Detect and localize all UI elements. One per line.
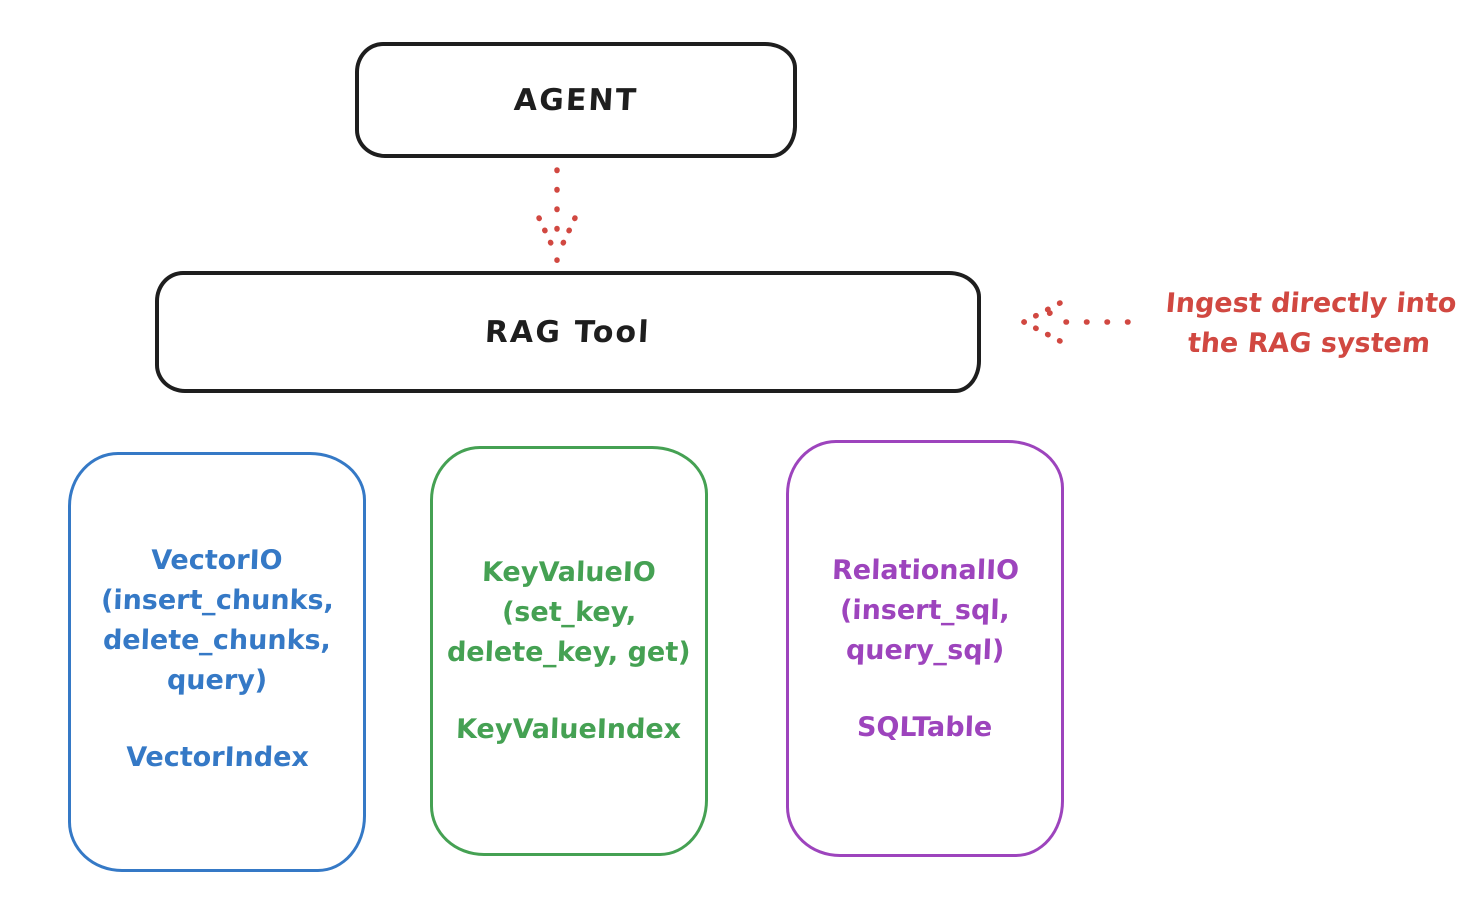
ingest-annotation-line2: the RAG system	[1186, 328, 1432, 359]
ingest-annotation-arrow	[1021, 300, 1131, 344]
relational-io-node: RelationalIO (insert_sql, query_sql) SQL…	[786, 440, 1064, 857]
relational-io-methods-line2: query_sql)	[845, 635, 1005, 666]
ingest-annotation-line1: Ingest directly into	[1164, 288, 1458, 319]
relational-io-title: RelationalIO	[830, 555, 1020, 586]
key-value-io-methods-line1: (set_key,	[501, 597, 637, 628]
sql-table-label: SQLTable	[856, 712, 994, 743]
relational-io-methods-line1: (insert_sql,	[839, 595, 1011, 626]
key-value-io-node: KeyValueIO (set_key, delete_key, get) Ke…	[430, 446, 708, 856]
vector-index-label: VectorIndex	[125, 742, 309, 773]
agent-to-rag-tool-arrow	[536, 167, 578, 263]
vector-io-methods-line3: query)	[166, 665, 268, 696]
vector-io-methods-line1: (insert_chunks,	[100, 585, 334, 616]
agent-node-label: AGENT	[513, 82, 639, 118]
vector-io-methods-line2: delete_chunks,	[102, 625, 332, 656]
key-value-index-label: KeyValueIndex	[455, 714, 683, 745]
agent-node: AGENT	[355, 42, 797, 158]
rag-tool-node: RAG Tool	[155, 271, 981, 393]
key-value-io-methods-line2: delete_key, get)	[446, 637, 692, 668]
ingest-annotation: Ingest directly into the RAG system	[1138, 284, 1482, 364]
vector-io-title: VectorIO	[150, 545, 284, 576]
vector-io-node: VectorIO (insert_chunks, delete_chunks, …	[68, 452, 366, 872]
rag-tool-node-label: RAG Tool	[484, 314, 652, 350]
key-value-io-title: KeyValueIO	[481, 557, 657, 588]
